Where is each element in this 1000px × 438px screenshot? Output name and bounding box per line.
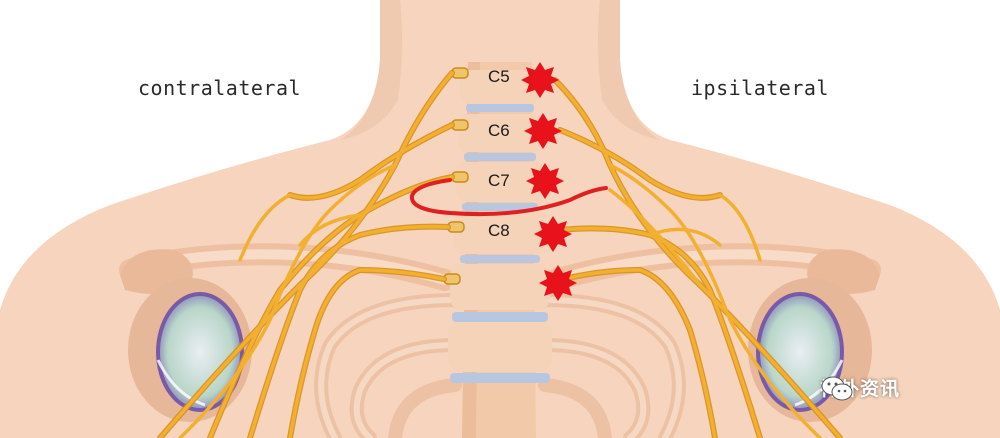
lesion-star-t1 bbox=[539, 265, 577, 301]
lesion-star-c8 bbox=[534, 216, 572, 252]
watermark: 神外资讯 bbox=[820, 374, 900, 401]
left-shoulder-joint bbox=[128, 278, 252, 422]
neck-shadow-right bbox=[597, 0, 660, 140]
wechat-logo-icon bbox=[821, 376, 853, 401]
disc bbox=[460, 255, 540, 263]
left-brachial-plexus bbox=[157, 70, 455, 438]
root-label-c8: C8 bbox=[488, 221, 510, 240]
disc bbox=[450, 373, 550, 383]
ipsilateral-label: ipsilateral bbox=[691, 76, 829, 100]
root-label-c7: C7 bbox=[488, 171, 510, 190]
root-label-c6: C6 bbox=[488, 121, 510, 140]
right-brachial-plexus bbox=[552, 77, 843, 438]
neck-shadow-left bbox=[340, 0, 403, 140]
lesion-star-c6 bbox=[524, 113, 562, 149]
disc bbox=[462, 203, 538, 211]
cervical-spine bbox=[448, 62, 552, 438]
disc bbox=[466, 104, 534, 112]
disc bbox=[452, 312, 548, 322]
contralateral-c7-transfer bbox=[409, 178, 608, 217]
contralateral-label: contralateral bbox=[138, 76, 302, 100]
disc bbox=[464, 153, 536, 161]
root-label-c5: C5 bbox=[488, 67, 510, 86]
lesion-star-c7 bbox=[526, 163, 564, 199]
lesion-star-c5 bbox=[521, 62, 559, 98]
